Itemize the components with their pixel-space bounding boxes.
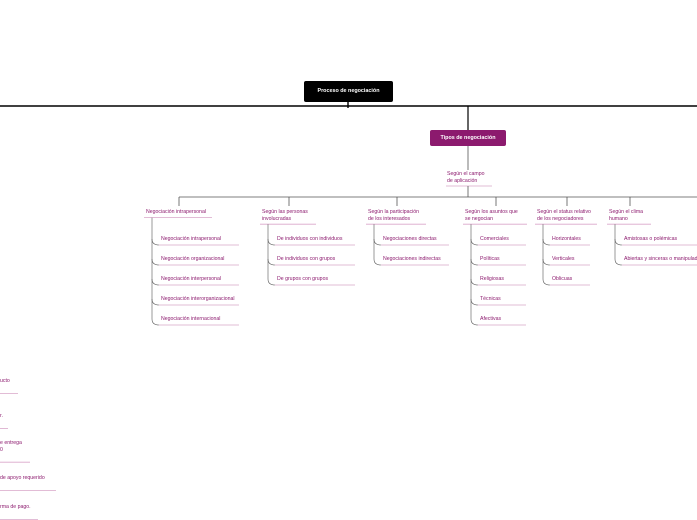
item-branch bbox=[373, 238, 382, 246]
item-branch bbox=[470, 238, 479, 246]
field-node-line2: de aplicación bbox=[447, 177, 478, 184]
list-item[interactable]: Negociaciones directas bbox=[383, 236, 437, 242]
list-item[interactable]: De individuos con grupos bbox=[277, 256, 336, 262]
item-branch bbox=[470, 298, 479, 306]
left-fragment-line: e entrega bbox=[0, 440, 22, 446]
list-item[interactable]: Horizontales bbox=[552, 236, 581, 242]
list-item[interactable]: De grupos con grupos bbox=[277, 276, 329, 282]
left-fragment-line: r. bbox=[0, 413, 3, 419]
item-branch bbox=[470, 258, 479, 266]
category-label-line: involucradas bbox=[262, 215, 292, 222]
list-item[interactable]: Amistosas o polémicas bbox=[624, 236, 678, 242]
list-item[interactable]: Afectivas bbox=[480, 316, 502, 322]
left-fragment-node[interactable]: rma de pago. bbox=[0, 504, 31, 511]
list-item[interactable]: Negociación interpersonal bbox=[161, 276, 221, 282]
category-label-line: Según el clima bbox=[609, 209, 644, 215]
list-item[interactable]: Verticales bbox=[552, 256, 575, 262]
item-branch bbox=[151, 318, 160, 326]
left-fragment-node[interactable]: r. bbox=[0, 413, 3, 420]
item-branch bbox=[267, 278, 276, 286]
list-item[interactable]: Políticas bbox=[480, 256, 500, 262]
list-item[interactable]: Negociación organizacional bbox=[161, 256, 225, 262]
category-node[interactable]: Negociación intrapersonal bbox=[146, 209, 206, 216]
list-item[interactable]: Comerciales bbox=[480, 236, 509, 242]
types-node[interactable]: Tipos de negociación bbox=[430, 130, 506, 146]
root-node[interactable]: Proceso de negociación bbox=[304, 81, 393, 102]
item-branch bbox=[470, 318, 479, 326]
left-fragment-node[interactable]: ucto bbox=[0, 378, 10, 385]
category-label-line: Según los asuntos que bbox=[465, 209, 518, 215]
item-branch bbox=[542, 258, 551, 266]
category-label-line: Según la participación bbox=[368, 209, 420, 215]
item-branch bbox=[267, 238, 276, 246]
category-label-line: de los interesados bbox=[368, 215, 411, 222]
item-branch bbox=[151, 278, 160, 286]
item-branch bbox=[470, 278, 479, 286]
list-item[interactable]: Negociación internacional bbox=[161, 316, 221, 322]
item-branch bbox=[542, 278, 551, 286]
left-fragment-node[interactable]: de apoyo requerido bbox=[0, 475, 45, 482]
item-branch bbox=[151, 238, 160, 246]
category-label-line: Según las personas bbox=[262, 209, 308, 215]
left-fragment-line: rma de pago. bbox=[0, 504, 31, 510]
item-branch bbox=[151, 258, 160, 266]
category-label-line: Según el status relativo bbox=[537, 209, 591, 215]
list-item[interactable]: Abiertas y sinceras o manipuladoras bbox=[624, 256, 697, 262]
category-label-line: se negocian bbox=[465, 215, 493, 222]
left-fragment-line: ucto bbox=[0, 378, 10, 384]
item-branch bbox=[614, 258, 623, 266]
list-item[interactable]: Oblicuas bbox=[552, 276, 573, 282]
list-item[interactable]: Negociación intrapersonal bbox=[161, 236, 221, 242]
list-item[interactable]: Negociaciones indirectas bbox=[383, 256, 441, 262]
left-fragment-line: de apoyo requerido bbox=[0, 475, 45, 481]
item-branch bbox=[614, 238, 623, 246]
left-fragment-line: 0 bbox=[0, 446, 3, 453]
category-label-line: humano bbox=[609, 215, 628, 222]
list-item[interactable]: Técnicas bbox=[480, 296, 501, 302]
category-label-line: Negociación intrapersonal bbox=[146, 209, 206, 215]
list-item[interactable]: Religiosas bbox=[480, 276, 504, 282]
item-branch bbox=[373, 258, 382, 266]
list-item[interactable]: Negociación interorganizacional bbox=[161, 296, 235, 302]
field-node[interactable]: Según el campo de aplicación bbox=[447, 171, 485, 184]
item-branch bbox=[267, 258, 276, 266]
category-label-line: de los negociadores bbox=[537, 215, 584, 222]
list-item[interactable]: De individuos con individuos bbox=[277, 236, 343, 242]
field-node-line1: Según el campo bbox=[447, 171, 485, 177]
item-branch bbox=[151, 298, 160, 306]
item-branch bbox=[542, 238, 551, 246]
